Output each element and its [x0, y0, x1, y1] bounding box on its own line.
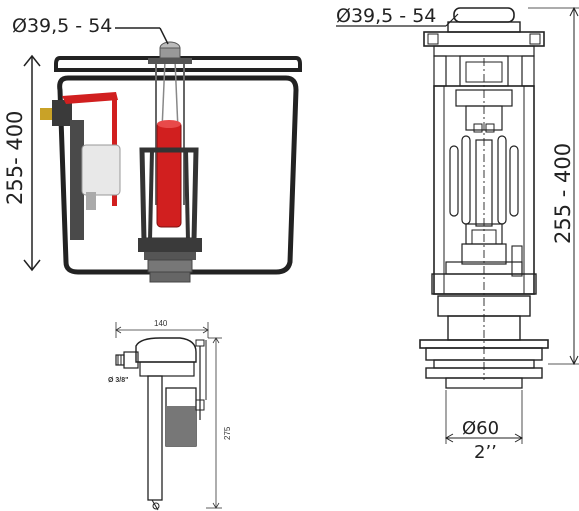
cistern-height-dimension	[23, 54, 41, 272]
drain-top-diameter-label: Ø39,5 - 54	[336, 5, 436, 27]
fill-valve-drawing: 140 Ø 3/8" 275	[108, 319, 232, 511]
fill-valve-photo	[40, 92, 121, 240]
flush-valve-cage	[138, 147, 202, 283]
drain-outlet-diameter-label: Ø60	[462, 418, 499, 439]
drain-valve-dimensions: Ø39,5 - 54 255 - 400 Ø60 2’’	[336, 5, 579, 463]
cistern-lid	[54, 56, 302, 72]
red-flush-cylinder	[156, 121, 182, 228]
drain-outlet-inch-label: 2’’	[474, 442, 497, 463]
cistern-view: Ø39,5 - 54 255- 400	[3, 15, 302, 283]
fill-valve-inlet-label: Ø 3/8"	[108, 377, 128, 384]
float-cup	[81, 144, 121, 196]
drain-valve-drawing	[419, 7, 549, 389]
drain-height-label: 255 - 400	[551, 143, 575, 244]
fill-valve-width-label: 140	[154, 319, 168, 328]
cistern-height-label: 255- 400	[3, 111, 27, 205]
cistern-tank-outline	[57, 75, 299, 275]
cistern-top-diameter-label: Ø39,5 - 54	[12, 15, 112, 37]
fill-valve-height-label: 275	[223, 426, 232, 440]
